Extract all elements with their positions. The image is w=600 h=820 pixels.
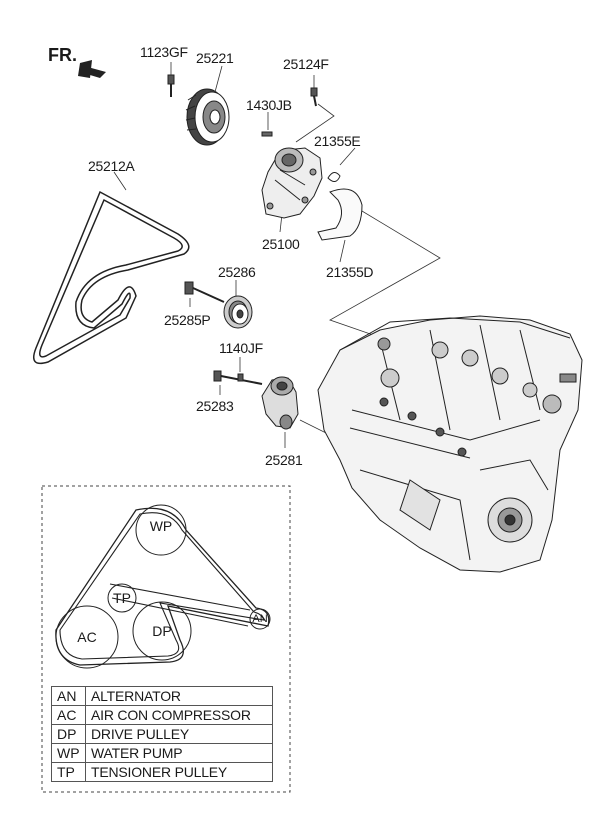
- pulley-label-tp: TP: [113, 590, 131, 606]
- part-label-25281: 25281: [265, 452, 303, 468]
- part-label-1430jb: 1430JB: [246, 97, 292, 113]
- idler-bolt-25285p: [184, 281, 225, 303]
- leader-lines: [113, 65, 441, 448]
- pulley-label-wp: WP: [149, 518, 173, 534]
- part-label-25100: 25100: [262, 236, 300, 252]
- legend-description: AIR CON COMPRESSOR: [85, 705, 273, 725]
- part-label-25212a: 25212A: [88, 158, 135, 174]
- legend-description: ALTERNATOR: [85, 686, 273, 706]
- part-label-21355e: 21355E: [314, 133, 361, 149]
- pulley-label-ac: AC: [77, 629, 97, 645]
- legend-description: TENSIONER PULLEY: [85, 762, 273, 782]
- belt-routing-panel: [41, 485, 291, 793]
- part-label-25286: 25286: [218, 264, 256, 280]
- front-direction-arrow: [78, 60, 106, 78]
- pin-1140jf: [237, 373, 244, 382]
- drive-pulley: [132, 601, 192, 661]
- dowel-pin-1430jb: [261, 131, 273, 137]
- part-label-1123gf: 1123GF: [140, 44, 188, 60]
- pulley-label-an: AN: [252, 613, 268, 625]
- gasket-21355d: [317, 188, 363, 241]
- legend-description: DRIVE PULLEY: [85, 724, 273, 744]
- pulley-label-dp: DP: [152, 623, 172, 639]
- legend-code: AN: [51, 686, 86, 706]
- part-label-25285p: 25285P: [164, 312, 211, 328]
- water-pump: [261, 147, 323, 219]
- legend-code: AC: [51, 705, 86, 725]
- part-label-25283: 25283: [196, 398, 234, 414]
- legend-code: TP: [51, 762, 86, 782]
- pulley-bolt-1123gf: [167, 62, 175, 97]
- o-ring-21355e: [327, 172, 341, 182]
- legend-code: WP: [51, 743, 86, 763]
- front-direction-label: FR.: [48, 45, 77, 65]
- part-label-25221: 25221: [196, 50, 234, 66]
- part-label-1140jf: 1140JF: [219, 340, 263, 356]
- drive-belt-25212a: [33, 190, 190, 365]
- engine-assembly: [317, 315, 583, 573]
- legend-code: DP: [51, 724, 86, 744]
- part-label-21355d: 21355D: [326, 264, 374, 280]
- bolt-25124f: [310, 75, 318, 107]
- belt-routing-diagram: [55, 504, 271, 669]
- tensioner-pulley: [107, 583, 137, 613]
- idler-pulley-25286: [223, 295, 253, 329]
- belt-tensioner-25281: [261, 376, 299, 430]
- crankshaft-damper-pulley: [185, 88, 230, 146]
- legend-description: WATER PUMP: [85, 743, 273, 763]
- part-label-25124f: 25124F: [283, 56, 329, 72]
